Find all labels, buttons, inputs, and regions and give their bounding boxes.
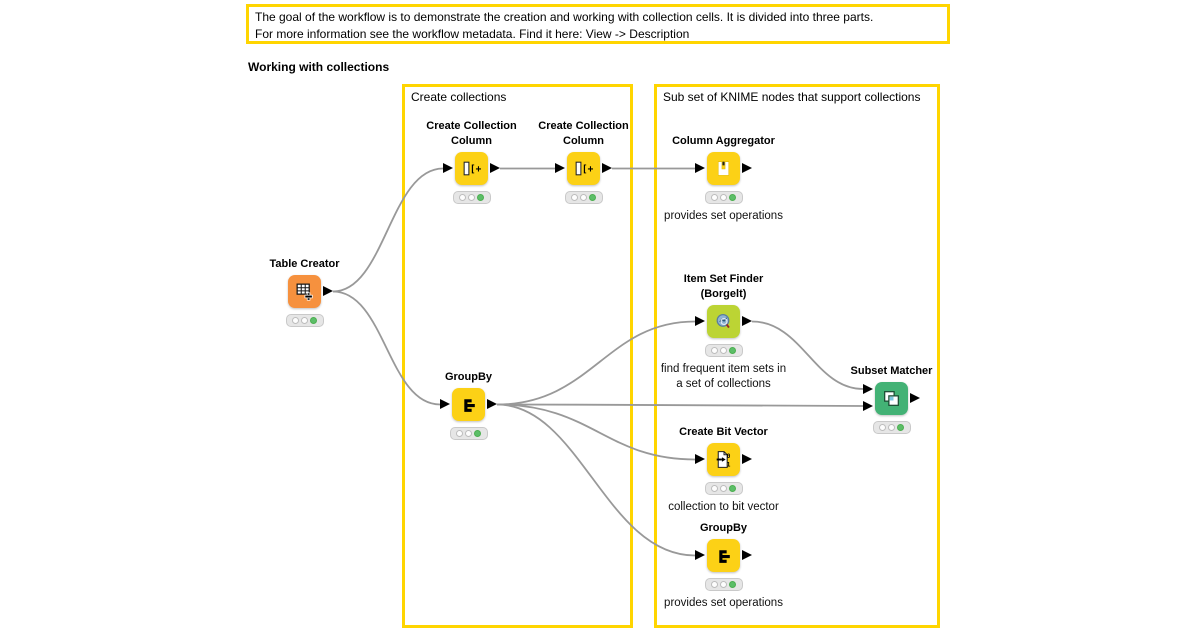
status-traffic-light	[872, 421, 911, 434]
connection-groupby1-groupby2[interactable]	[496, 403, 696, 557]
status-traffic-light	[704, 482, 743, 495]
node-table-creator[interactable]: Table Creator	[269, 258, 340, 327]
node-label: Table Creator	[269, 257, 340, 270]
subset-matcher-icon	[875, 382, 908, 415]
connection-itemsetfinder-subsetmatcher[interactable]	[751, 320, 864, 390]
output-port[interactable]	[490, 163, 500, 173]
input-port[interactable]	[555, 163, 565, 173]
column-aggregator-icon	[707, 152, 740, 185]
group-title: Sub set of KNIME nodes that support coll…	[663, 90, 921, 104]
node-label: Column Aggregator	[672, 134, 775, 147]
input-port-2[interactable]	[863, 401, 873, 411]
node-label: Create Collection Column	[426, 120, 517, 147]
connection-tablecreator-ccc1[interactable]	[332, 167, 444, 293]
input-port[interactable]	[440, 399, 450, 409]
output-port[interactable]	[742, 316, 752, 326]
output-port[interactable]	[742, 163, 752, 173]
output-port[interactable]	[323, 286, 333, 296]
input-port[interactable]	[695, 550, 705, 560]
node-subset-matcher[interactable]: Subset Matcher	[851, 365, 932, 434]
node-comment: collection to bit vector	[668, 501, 779, 513]
input-port[interactable]	[695, 454, 705, 464]
groupby-icon	[452, 388, 485, 421]
table-creator-icon	[288, 275, 321, 308]
node-item-set-finder[interactable]: Item Set Finder (Borgelt) find frequent …	[661, 273, 786, 390]
svg-text:[+]: [+]	[470, 164, 482, 175]
input-port-1[interactable]	[863, 384, 873, 394]
status-traffic-light	[704, 191, 743, 204]
node-groupby-2[interactable]: GroupBy provides set operations	[664, 522, 783, 609]
output-port[interactable]	[742, 550, 752, 560]
node-label: GroupBy	[444, 370, 493, 383]
group-annotation-subset-nodes[interactable]: Sub set of KNIME nodes that support coll…	[654, 84, 940, 628]
groupby-icon	[707, 539, 740, 572]
status-traffic-light	[704, 344, 743, 357]
item-set-finder-icon	[707, 305, 740, 338]
status-traffic-light	[564, 191, 603, 204]
status-traffic-light	[452, 191, 491, 204]
connection-groupby1-createbitvector[interactable]	[496, 403, 696, 461]
node-create-collection-column-2[interactable]: Create Collection Column [+]	[538, 120, 629, 204]
create-collection-column-icon: [+]	[455, 152, 488, 185]
node-comment: find frequent item sets in a set of coll…	[660, 363, 787, 390]
svg-text:[+]: [+]	[582, 164, 594, 175]
connection-tablecreator-groupby1[interactable]	[332, 290, 441, 406]
status-traffic-light	[704, 578, 743, 591]
node-groupby-1[interactable]: GroupBy	[440, 371, 497, 440]
node-label: GroupBy	[699, 521, 748, 534]
node-comment: provides set operations	[664, 210, 783, 222]
output-port[interactable]	[602, 163, 612, 173]
create-collection-column-icon: [+]	[567, 152, 600, 185]
output-port[interactable]	[487, 399, 497, 409]
section-title: Working with collections	[248, 60, 390, 74]
connection-groupby1-itemsetfinder[interactable]	[496, 320, 696, 406]
annotation-line: The goal of the workflow is to demonstra…	[255, 10, 874, 24]
annotation-line: For more information see the workflow me…	[255, 26, 690, 41]
node-column-aggregator[interactable]: Column Aggregator provides set operation…	[664, 135, 783, 222]
create-bit-vector-icon: 0 1	[707, 443, 740, 476]
svg-text:1: 1	[727, 461, 731, 468]
node-create-bit-vector[interactable]: Create Bit Vector 0 1 collection to bit …	[668, 426, 779, 513]
node-label: Create Bit Vector	[679, 425, 768, 438]
node-label: Item Set Finder (Borgelt)	[683, 273, 764, 300]
input-port[interactable]	[695, 163, 705, 173]
node-label: Create Collection Column	[538, 120, 629, 147]
svg-text:0: 0	[727, 453, 731, 460]
input-port[interactable]	[443, 163, 453, 173]
node-comment: provides set operations	[664, 597, 783, 609]
input-port[interactable]	[695, 316, 705, 326]
connection-groupby1-subsetmatcher[interactable]	[496, 403, 864, 407]
node-create-collection-column-1[interactable]: Create Collection Column [+]	[426, 120, 517, 204]
output-port[interactable]	[742, 454, 752, 464]
group-title: Create collections	[411, 90, 507, 104]
workflow-description-annotation[interactable]: The goal of the workflow is to demonstra…	[246, 4, 950, 44]
node-label: Subset Matcher	[850, 364, 933, 377]
status-traffic-light	[285, 314, 324, 327]
status-traffic-light	[449, 427, 488, 440]
output-port[interactable]	[910, 393, 920, 403]
